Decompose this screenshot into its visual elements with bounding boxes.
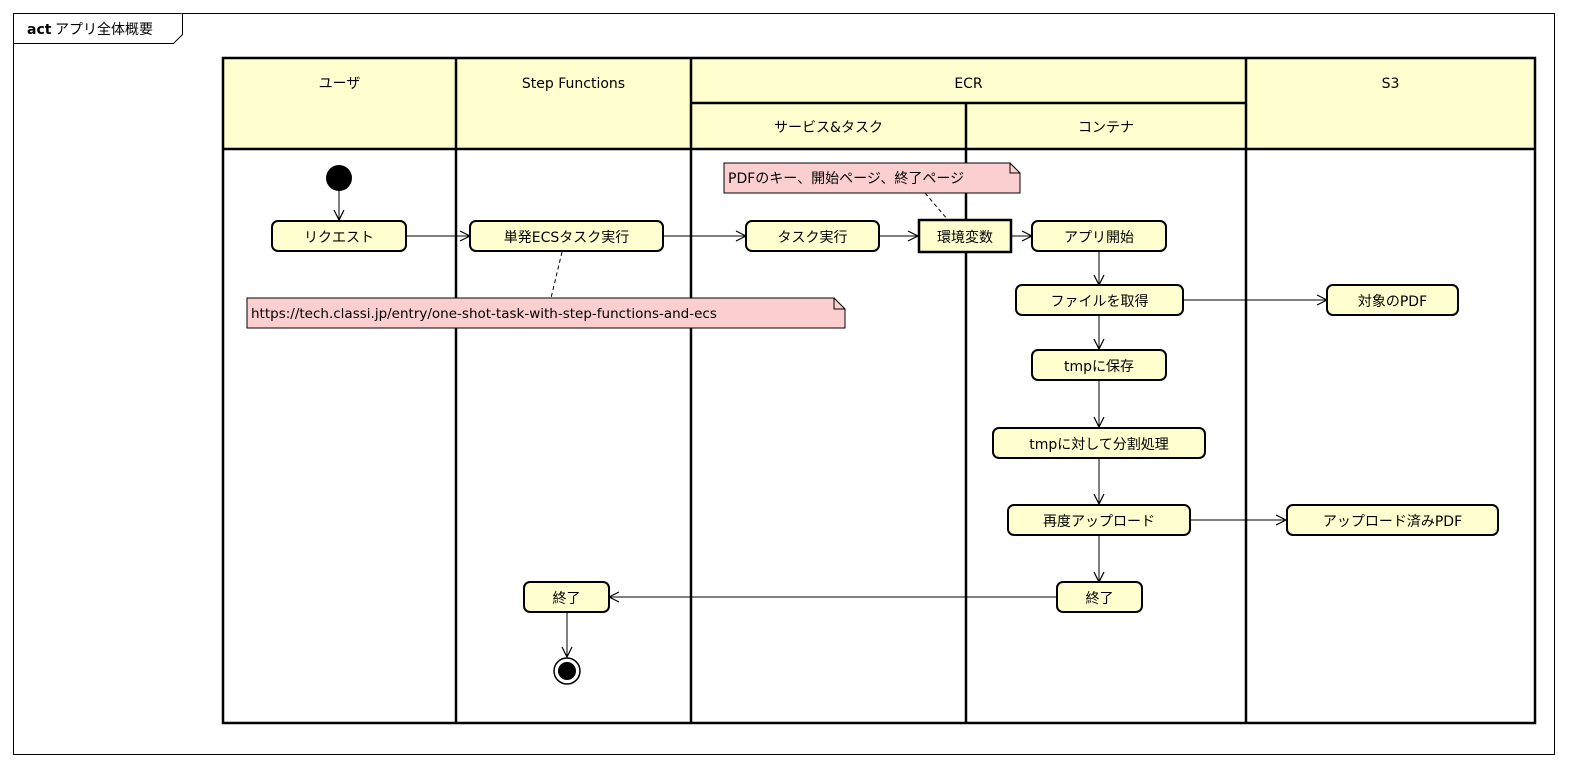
lane-user-title: ユーザ — [319, 76, 361, 92]
lane-ecr-service-title: サービス&タスク — [774, 120, 883, 136]
svg-text:単発ECSタスク実行: 単発ECSタスク実行 — [504, 230, 630, 246]
svg-text:環境変数: 環境変数 — [937, 229, 993, 246]
note-url-text: https://tech.classi.jp/entry/one-shot-ta… — [251, 306, 717, 322]
svg-text:tmpに保存: tmpに保存 — [1064, 359, 1134, 375]
frame-title: アプリ全体概要 — [55, 21, 153, 38]
note-env: PDFのキー、開始ページ、終了ページ — [723, 162, 1021, 194]
control-nodes — [326, 165, 581, 685]
initial-node — [326, 165, 352, 191]
svg-text:リクエスト: リクエスト — [304, 230, 374, 246]
notes: PDFのキー、開始ページ、終了ページ https://tech.classi.j… — [246, 162, 1021, 329]
svg-text:tmpに対して分割処理: tmpに対して分割処理 — [1029, 436, 1169, 453]
action-get-file: ファイルを取得 — [1015, 284, 1184, 316]
svg-text:ファイルを取得: ファイルを取得 — [1051, 293, 1149, 310]
action-reupload: 再度アップロード — [1007, 504, 1191, 536]
lane-step-functions-title: Step Functions — [522, 76, 625, 92]
lane-ecr-container-title: コンテナ — [1078, 120, 1134, 136]
svg-text:終了: 終了 — [1086, 591, 1114, 607]
svg-text:タスク実行: タスク実行 — [778, 230, 848, 246]
action-nodes: リクエスト 単発ECSタスク実行 タスク実行 環境変数 アプリ開始 ファイルを取… — [271, 218, 1499, 613]
edges — [339, 191, 1327, 657]
note-connectors — [550, 192, 949, 299]
final-node-inner — [558, 662, 576, 680]
note-env-text: PDFのキー、開始ページ、終了ページ — [728, 171, 964, 187]
swimlane-grid — [221, 56, 1537, 725]
lane-s3-title: S3 — [1382, 76, 1400, 92]
svg-text:アップロード済みPDF: アップロード済みPDF — [1323, 514, 1462, 530]
svg-text:対象のPDF: 対象のPDF — [1358, 294, 1427, 310]
frame-keyword: act — [27, 22, 52, 38]
action-uploaded-pdf: アップロード済みPDF — [1286, 504, 1499, 536]
action-end-container: 終了 — [1056, 581, 1143, 613]
lane-ecr-title: ECR — [954, 76, 983, 92]
note-connector-url — [550, 251, 563, 299]
svg-text:再度アップロード: 再度アップロード — [1043, 514, 1155, 530]
object-env-vars: 環境変数 — [917, 218, 1013, 254]
note-connector-env — [924, 192, 949, 221]
action-request: リクエスト — [271, 220, 407, 252]
svg-text:アプリ開始: アプリ開始 — [1064, 230, 1134, 246]
action-end-sf: 終了 — [523, 581, 610, 613]
action-split-tmp: tmpに対して分割処理 — [992, 427, 1206, 459]
note-url: https://tech.classi.jp/entry/one-shot-ta… — [246, 297, 846, 329]
action-run-ecs-task: 単発ECSタスク実行 — [469, 220, 664, 252]
svg-text:終了: 終了 — [553, 591, 581, 607]
action-save-tmp: tmpに保存 — [1031, 349, 1167, 381]
lane-titles: ユーザ Step Functions ECR サービス&タスク コンテナ S3 — [319, 76, 1400, 136]
action-target-pdf: 対象のPDF — [1326, 284, 1459, 316]
action-app-start: アプリ開始 — [1031, 220, 1167, 252]
action-run-task: タスク実行 — [745, 220, 880, 252]
